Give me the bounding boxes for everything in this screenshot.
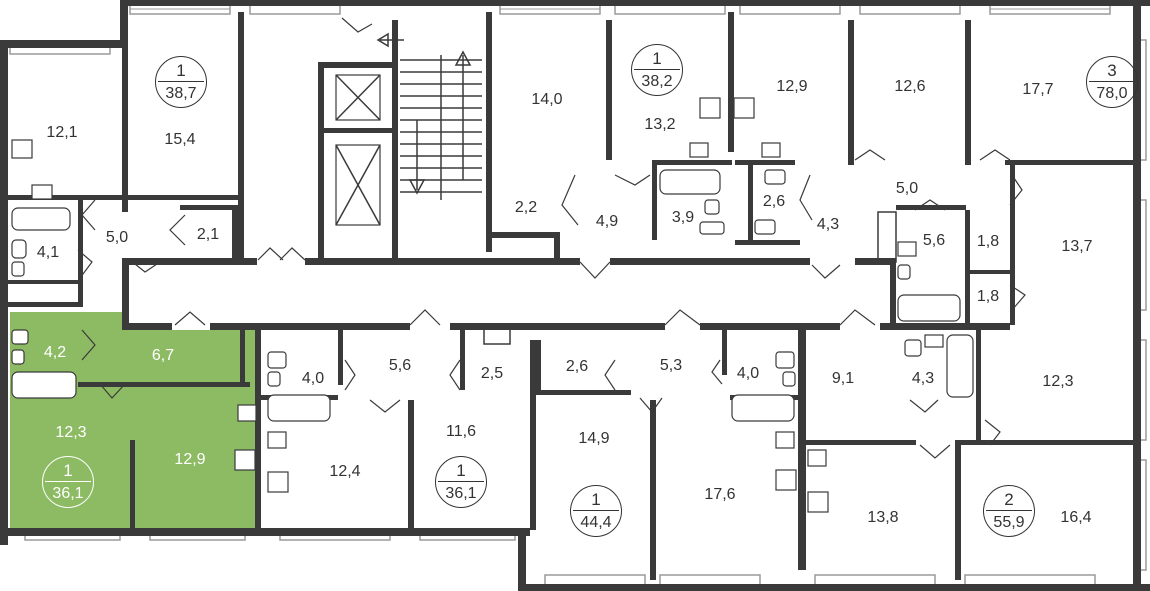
badge-divider [438, 481, 484, 482]
room-area: 15,4 [164, 131, 196, 148]
apartment-area: 55,9 [993, 514, 1025, 531]
room-area: 5,6 [922, 232, 946, 249]
room-area: 12,3 [1042, 373, 1074, 390]
apartment-rooms: 1 [63, 461, 73, 480]
doors [77, 17, 1026, 459]
badge-divider [158, 81, 204, 82]
apartment-area: 36,1 [445, 485, 477, 502]
apartment-rooms: 1 [456, 461, 466, 480]
apartment-badge[interactable]: 1 38,2 [631, 44, 683, 96]
room-area: 12,4 [329, 463, 361, 480]
stair-treads [400, 55, 482, 200]
room-area: 1,8 [976, 233, 1000, 250]
apartment-rooms: 3 [1107, 61, 1117, 80]
apartment-badge[interactable]: 2 55,9 [983, 485, 1035, 537]
room-area: 4,1 [36, 244, 60, 261]
apartment-area: 38,7 [165, 85, 197, 102]
apartment-rooms: 1 [176, 61, 186, 80]
room-area: 2,5 [480, 365, 504, 382]
stair-arrow-up-icon [454, 50, 472, 180]
apartment-area: 36,1 [52, 485, 84, 502]
room-area: 12,9 [776, 78, 808, 95]
room-area: 2,6 [762, 193, 786, 210]
room-area: 5,6 [388, 357, 412, 374]
room-area: 4,0 [301, 370, 325, 387]
entry-arrow-icon [376, 32, 404, 48]
room-area: 11,6 [446, 423, 476, 440]
room-area: 13,2 [644, 116, 676, 133]
room-area: 13,7 [1061, 238, 1093, 255]
room-area: 4,0 [736, 365, 760, 382]
apartment-rooms: 1 [652, 49, 662, 68]
apartment-badge[interactable]: 1 38,7 [155, 56, 207, 108]
apartment-area: 78,0 [1096, 85, 1128, 102]
room-area: 12,9 [174, 451, 206, 468]
badge-divider [986, 510, 1032, 511]
badge-divider [573, 510, 619, 511]
room-area: 12,1 [46, 124, 78, 141]
badge-divider [45, 481, 91, 482]
room-area: 2,6 [565, 358, 589, 375]
stair-arrow-down-icon [408, 120, 426, 195]
apartment-badge[interactable]: 3 78,0 [1086, 56, 1138, 108]
room-area: 12,3 [55, 424, 87, 441]
interior-walls [8, 12, 1135, 580]
apartment-badge[interactable]: 1 36,1 [42, 456, 94, 508]
room-area: 14,9 [578, 430, 610, 447]
apartment-badge[interactable]: 1 36,1 [435, 456, 487, 508]
apartment-area: 44,4 [580, 514, 612, 531]
room-area: 2,1 [196, 226, 220, 243]
stair-core [335, 32, 482, 226]
room-area: 5,3 [659, 357, 683, 374]
room-area: 6,7 [151, 347, 175, 364]
room-area: 2,2 [514, 199, 538, 216]
room-area: 13,8 [867, 509, 899, 526]
apartment-rooms: 2 [1004, 490, 1014, 509]
badge-divider [1089, 81, 1135, 82]
badge-divider [634, 69, 680, 70]
apartment-area: 38,2 [641, 73, 673, 90]
room-area: 14,0 [531, 91, 563, 108]
room-area: 3,9 [671, 209, 695, 226]
room-area: 4,9 [595, 213, 619, 230]
fixtures [11, 97, 974, 513]
room-area: 9,1 [831, 370, 855, 387]
room-area: 5,0 [895, 180, 919, 197]
apartment-badge[interactable]: 1 44,4 [570, 485, 622, 537]
room-area: 12,6 [894, 78, 926, 95]
room-area: 5,0 [105, 229, 129, 246]
room-area: 4,2 [43, 344, 67, 361]
apartment-rooms: 1 [591, 490, 601, 509]
room-area: 17,7 [1022, 81, 1054, 98]
room-area: 4,3 [911, 370, 935, 387]
room-area: 16,4 [1060, 509, 1092, 526]
room-area: 4,3 [816, 216, 840, 233]
room-area: 17,6 [704, 486, 736, 503]
room-area: 1,8 [976, 288, 1000, 305]
